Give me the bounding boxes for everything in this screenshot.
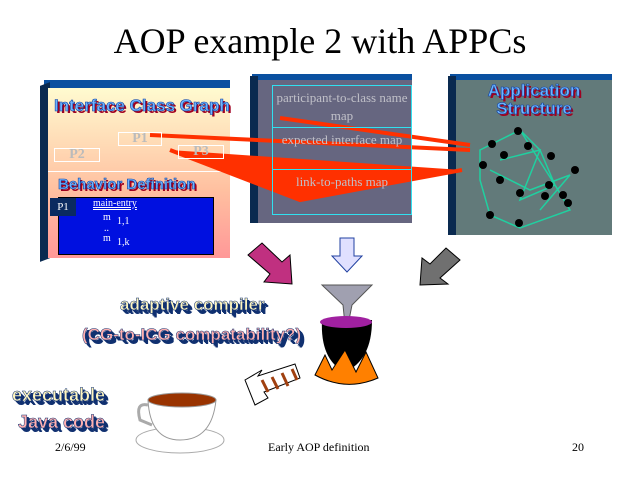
mid-box-side	[250, 76, 258, 223]
class-p3: P3	[178, 145, 224, 159]
p1-tab: P1	[50, 198, 76, 216]
right-box-side	[448, 76, 456, 235]
method-m: m	[103, 212, 111, 223]
maps-list: participant-to-class name map expected i…	[272, 85, 412, 215]
behavior-definition-panel: main-entry m 1,1 .. m 1,k	[58, 197, 214, 255]
coffee-cup-icon	[135, 392, 225, 454]
blue-down-arrow-icon	[330, 237, 364, 273]
method-m: m	[103, 233, 111, 244]
heading-line: Application	[487, 81, 581, 100]
compiler-line2: (CG-to-ICG compatability?)	[82, 325, 302, 345]
footer-date: 2/6/99	[55, 440, 86, 454]
slide-title: AOP example 2 with APPCs	[113, 21, 527, 61]
left-box-top	[44, 80, 230, 88]
app-structure-heading: Application Structure	[456, 81, 612, 118]
heading-line: Structure	[496, 99, 572, 118]
mid-box-top	[252, 74, 412, 80]
output-line1: executable	[12, 385, 106, 406]
right-box-top	[450, 74, 612, 80]
footer-title: Early AOP definition	[268, 440, 370, 454]
cauldron-icon	[314, 284, 379, 385]
page-number: 20	[572, 440, 584, 454]
main-entry: main-entry	[93, 198, 137, 209]
map-item: link-to-paths map	[295, 174, 389, 189]
icg-heading: Interface Class Graph	[54, 96, 230, 116]
gray-down-arrow-icon	[419, 247, 461, 286]
striped-arrow-icon	[244, 363, 301, 406]
method-sub: 1,k	[117, 237, 130, 248]
divider	[48, 171, 230, 172]
output-line2: Java code	[18, 412, 106, 433]
compiler-line1: adaptive compiler	[120, 295, 265, 315]
application-structure-box: Application Structure	[456, 80, 612, 235]
red-arrows	[149, 116, 471, 203]
class-p1: P1	[118, 132, 162, 146]
graph-nodes	[479, 127, 579, 227]
map-item: expected interface map	[273, 128, 411, 170]
ellipsis: ..	[104, 223, 109, 234]
class-p2: P2	[54, 148, 100, 162]
map-item: participant-to-class name map	[273, 86, 411, 128]
behavior-heading: Behavior Definition	[58, 176, 196, 194]
method-sub: 1,1	[117, 216, 130, 227]
maps-box	[258, 80, 412, 223]
pink-down-arrow-icon	[247, 242, 293, 285]
